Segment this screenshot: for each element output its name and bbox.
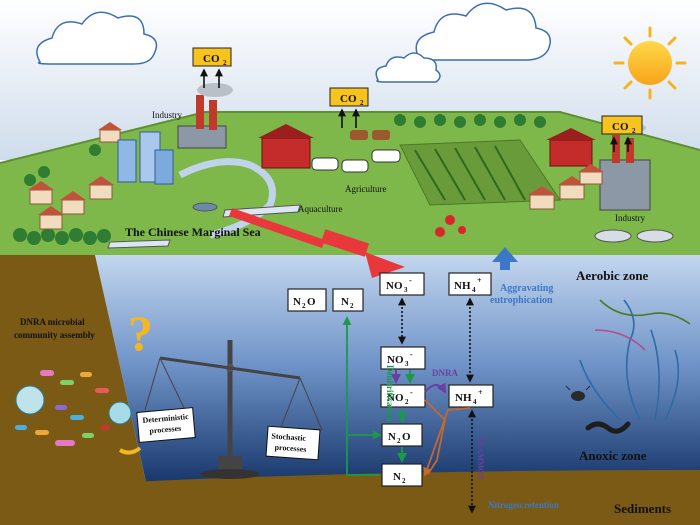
- barn-right: [546, 128, 596, 167]
- houses-right: [528, 164, 604, 210]
- co2-subscript-1: 2: [223, 59, 227, 67]
- crop-fields: [399, 139, 561, 206]
- label-dnra: DNRA: [432, 368, 458, 378]
- sediment-left: [0, 255, 150, 525]
- microbes-icon: [15, 370, 132, 446]
- crab-icon: [565, 385, 591, 401]
- svg-text:2: 2: [350, 302, 354, 310]
- label-agriculture: Agriculture: [345, 184, 386, 194]
- co2-box-industry: CO 2: [192, 47, 232, 88]
- svg-text:2: 2: [402, 477, 406, 485]
- zone-anoxic: Anoxic zone: [579, 448, 647, 463]
- question-mark-icon: ?: [128, 305, 153, 361]
- box-n2-low: N 2: [381, 463, 423, 487]
- zone-sediments: Sediments: [614, 501, 671, 516]
- box-n2o-top: N 2 O: [287, 288, 327, 312]
- seaweed-icon: [579, 299, 691, 421]
- deterministic-card: Deterministic processes: [136, 407, 196, 443]
- svg-text:O: O: [402, 431, 411, 443]
- co2-label-2: CO: [340, 93, 357, 105]
- arrow-denitrification: [342, 316, 380, 476]
- svg-text:2: 2: [302, 302, 306, 310]
- co2-subscript-2: 2: [360, 99, 364, 107]
- box-n2o-low: N 2 O: [381, 423, 423, 447]
- co2-box-agriculture: CO 2: [329, 87, 369, 128]
- sun-icon: [613, 26, 687, 100]
- svg-text:2: 2: [405, 398, 409, 406]
- box-n2-top: N 2: [332, 288, 364, 312]
- cloud-left: [36, 11, 158, 65]
- arrow-anammox-no2: [424, 399, 446, 475]
- box-no3-top: NO 3 -: [379, 272, 425, 296]
- svg-text:NH: NH: [454, 280, 471, 292]
- community-line2: community assembly: [14, 330, 95, 340]
- svg-text:4: 4: [473, 398, 477, 406]
- skyscrapers: [117, 131, 174, 185]
- svg-text:2: 2: [397, 437, 401, 445]
- svg-text:4: 4: [472, 286, 476, 294]
- svg-text:N: N: [341, 296, 349, 308]
- svg-text:NO: NO: [387, 392, 404, 404]
- co2-box-right: CO 2: [601, 115, 643, 152]
- cloud-small: [375, 52, 441, 83]
- sediment-bottom: [0, 470, 700, 525]
- label-aquaculture: Aquaculture: [298, 204, 342, 214]
- trees-left: [13, 144, 111, 245]
- zone-aerobic: Aerobic zone: [576, 268, 649, 283]
- svg-text:3: 3: [405, 360, 409, 368]
- deterministic-line2: processes: [149, 424, 182, 436]
- box-no2: NO 2 -: [380, 384, 426, 408]
- houses-left: [28, 122, 122, 230]
- stochastic-line2: processes: [274, 443, 306, 454]
- co2-label-3: CO: [612, 121, 629, 133]
- svg-text:N: N: [388, 431, 396, 443]
- svg-text:O: O: [307, 296, 316, 308]
- svg-text:N: N: [393, 471, 401, 483]
- label-denitrification: Denitrification: [385, 365, 395, 422]
- algae-bloom: [435, 215, 466, 237]
- svg-text:NO: NO: [386, 280, 403, 292]
- svg-text:NH: NH: [455, 392, 472, 404]
- arrow-anammox-nh4: [423, 407, 471, 477]
- cloud-center: [415, 2, 551, 61]
- barn-left: [258, 124, 314, 169]
- label-industry-left: Industry: [152, 110, 182, 120]
- runoff-arrow: [229, 208, 405, 278]
- svg-text:+: +: [477, 276, 482, 285]
- factory-left: [177, 83, 233, 149]
- co2-subscript-3: 2: [632, 127, 636, 135]
- co2-label-1: CO: [203, 53, 220, 65]
- cows: [311, 130, 401, 173]
- svg-text:NO: NO: [387, 354, 404, 366]
- aggravating-line1: Aggravating: [500, 283, 553, 294]
- svg-text:+: +: [478, 388, 483, 397]
- balance-scale-icon: [144, 340, 323, 479]
- river: [178, 158, 276, 239]
- stochastic-card: Stochastic processes: [265, 425, 321, 461]
- deterministic-line1: Deterministic: [142, 412, 189, 425]
- eutrophication-arrow: [492, 247, 518, 270]
- community-arrow: [118, 446, 142, 455]
- svg-text:-: -: [409, 276, 412, 285]
- box-nh4-mid: NH 4 +: [448, 384, 494, 408]
- box-nh4-top: NH 4 +: [448, 272, 492, 296]
- trees-top: [394, 114, 546, 128]
- sea-title: The Chinese Marginal Sea: [125, 225, 261, 239]
- label-anammox: ANAMMOX: [476, 436, 485, 481]
- community-line1: DNRA microbial: [20, 317, 85, 327]
- worm-icon: [585, 421, 631, 434]
- box-no3-mid: NO 3 -: [380, 346, 426, 370]
- svg-text:3: 3: [404, 286, 408, 294]
- svg-text:-: -: [410, 388, 413, 397]
- stochastic-line1: Stochastic: [271, 431, 307, 442]
- arrow-dnra: [424, 382, 446, 394]
- svg-text:N: N: [293, 296, 301, 308]
- svg-text:-: -: [410, 350, 413, 359]
- label-nitrogen-retention: Nitrogen retention: [488, 500, 559, 510]
- aggravating-line2: eutrophication: [490, 295, 553, 306]
- label-industry-right: Industry: [615, 213, 645, 223]
